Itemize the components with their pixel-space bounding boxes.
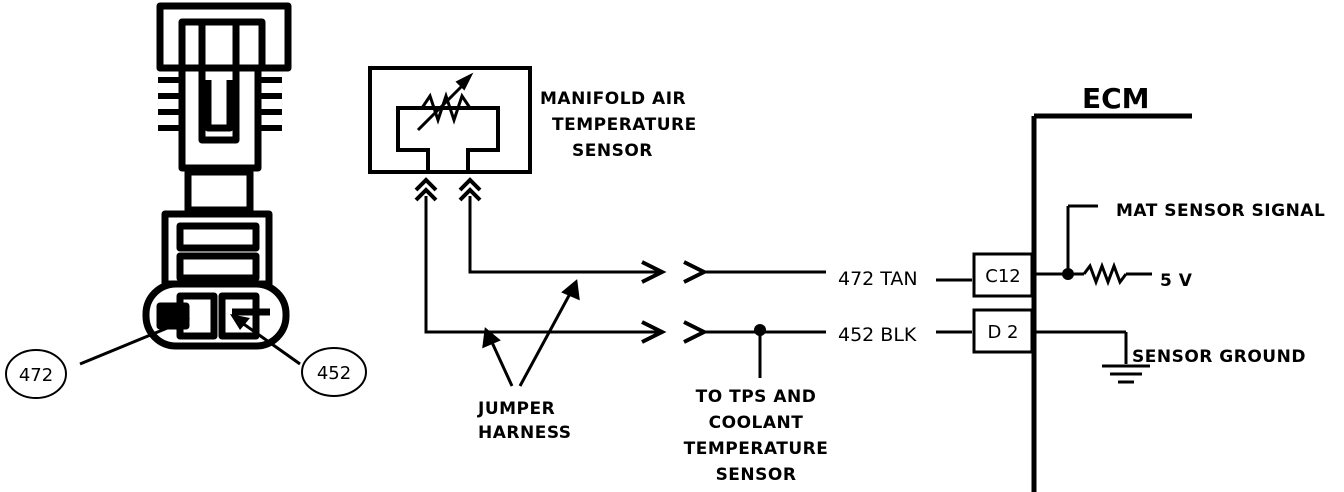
svg-text:JUMPER: JUMPER <box>477 399 555 419</box>
jumper-harness-label: JUMPER HARNESS <box>477 399 572 443</box>
sensor-label: MANIFOLD AIR TEMPERATURE SENSOR <box>540 89 697 161</box>
mat-signal-label: MAT SENSOR SIGNAL <box>1116 201 1325 221</box>
jumper-harness-leaders <box>482 279 580 387</box>
thermistor-icon <box>416 72 474 132</box>
svg-text:HARNESS: HARNESS <box>478 423 572 443</box>
tps-coolant-label: TO TPS AND COOLANT TEMPERATURE SENSOR <box>684 387 829 485</box>
pin-c12: C12 <box>985 266 1020 287</box>
svg-text:TEMPERATURE: TEMPERATURE <box>552 115 697 135</box>
svg-text:SENSOR: SENSOR <box>716 465 797 485</box>
sensor-ground-label: SENSOR GROUND <box>1132 347 1306 367</box>
ground-icon <box>1102 364 1150 384</box>
harness-connector-chevrons <box>641 260 709 344</box>
ecm-outline <box>1031 113 1192 492</box>
signal-node-dot <box>1062 268 1074 280</box>
callout-472: 472 <box>19 365 53 386</box>
wire-label-tan: 472 TAN <box>838 268 918 290</box>
jumper-harness-wires <box>424 196 660 334</box>
splice-dot-icon <box>754 324 766 336</box>
pin-box-c12 <box>972 252 1034 298</box>
svg-text:COOLANT: COOLANT <box>709 413 804 433</box>
mat-sensor-connector-illustration <box>142 2 292 350</box>
sensor-terminal-chevrons <box>414 177 482 202</box>
resistor-icon <box>1082 261 1128 287</box>
pin-box-d2 <box>972 308 1034 354</box>
svg-text:TEMPERATURE: TEMPERATURE <box>684 439 829 459</box>
callout-leader-472 <box>79 320 183 366</box>
five-volt-label: 5 V <box>1160 271 1193 291</box>
callout-bubble-452 <box>301 347 367 397</box>
callout-leader-452 <box>237 318 301 366</box>
connector-callouts: 472 452 <box>5 314 367 399</box>
ecm-pin-boxes <box>972 252 1034 354</box>
pin-d2: D 2 <box>987 322 1018 343</box>
mat-sensor-box <box>368 66 532 174</box>
callout-arrowhead-452 <box>230 314 250 330</box>
callout-arrowhead-472 <box>172 318 190 334</box>
callout-bubble-472 <box>5 349 67 399</box>
wire-label-blk: 452 BLK <box>838 324 917 346</box>
ecm-internal-wiring <box>1034 204 1152 364</box>
svg-text:MANIFOLD AIR: MANIFOLD AIR <box>540 89 686 109</box>
svg-text:TO TPS AND: TO TPS AND <box>696 387 817 407</box>
ecm-title: ECM <box>1082 82 1150 115</box>
callout-452: 452 <box>317 363 351 384</box>
svg-text:SENSOR: SENSOR <box>572 141 653 161</box>
